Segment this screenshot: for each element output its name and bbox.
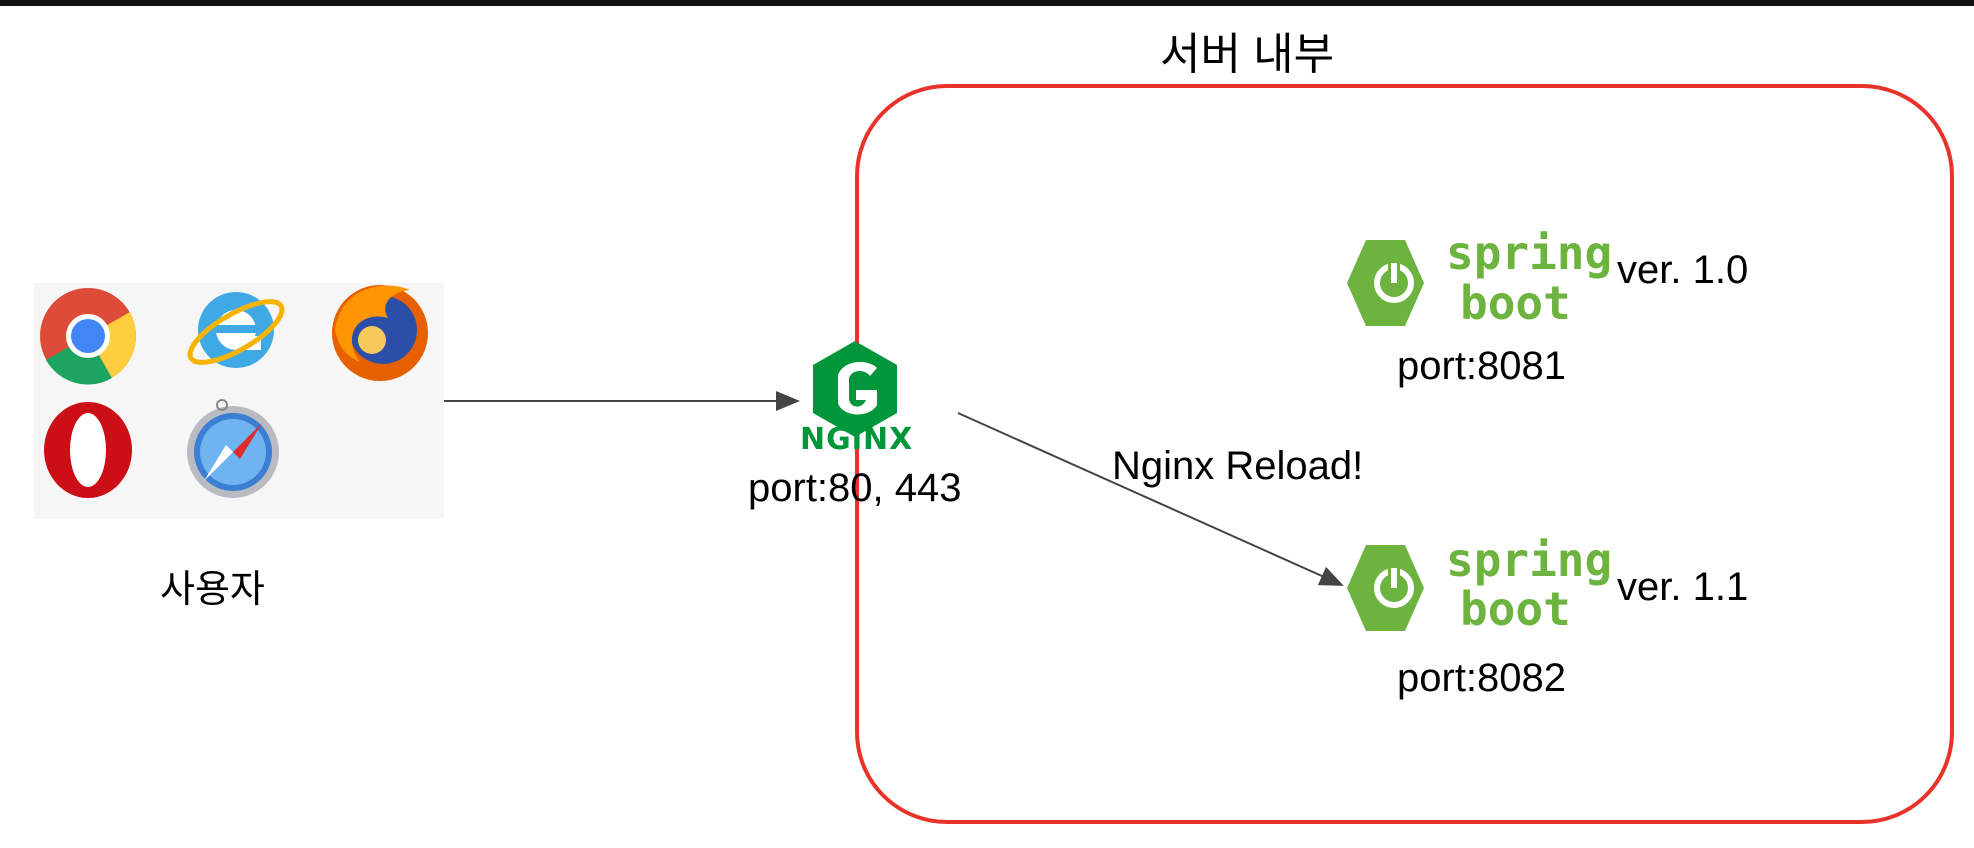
spring-app-version-label: ver. 1.1 xyxy=(1617,565,1749,609)
users-label: 사용자 xyxy=(160,569,265,611)
opera-icon xyxy=(44,402,132,498)
spring-wordmark: spring xyxy=(1446,226,1613,280)
safari-icon xyxy=(187,399,279,498)
spring-wordmark: spring xyxy=(1446,533,1613,587)
spring-app-version-label: ver. 1.0 xyxy=(1617,248,1749,292)
top-bar xyxy=(0,0,1974,6)
internet-explorer-icon xyxy=(187,292,285,368)
firefox-icon xyxy=(332,285,428,381)
spring-app-port-label: port:8081 xyxy=(1397,344,1567,388)
server-container xyxy=(855,84,1954,824)
spring-boot-logo-icon xyxy=(1347,240,1424,326)
nginx-wordmark: NGiNX xyxy=(800,422,914,457)
nginx-logo-icon xyxy=(813,341,897,437)
boot-wordmark: boot xyxy=(1460,582,1571,636)
nginx-port-label: port:80, 443 xyxy=(748,466,962,510)
arrow-nginx-to-spring-v11 xyxy=(957,412,1344,586)
server-area-title: 서버 내부 xyxy=(1160,30,1335,79)
spring-boot-logo-icon xyxy=(1347,545,1424,631)
nginx-reload-label: Nginx Reload! xyxy=(1112,444,1364,488)
spring-app-port-label: port:8082 xyxy=(1397,656,1567,700)
boot-wordmark: boot xyxy=(1460,276,1571,330)
chrome-icon xyxy=(40,288,137,385)
